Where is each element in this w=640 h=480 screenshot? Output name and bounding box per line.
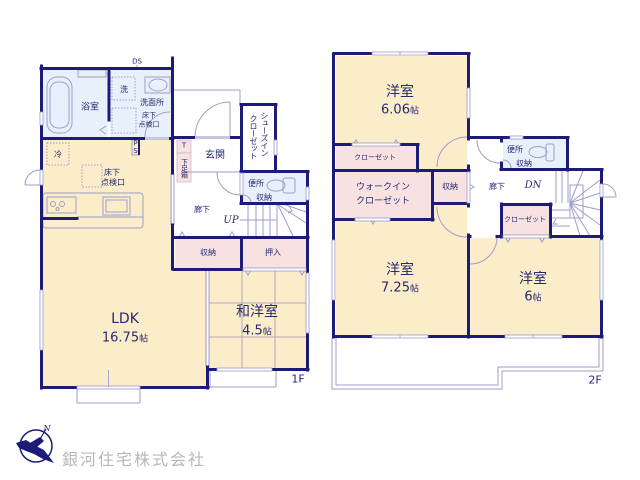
toilet-1f-label: 便所 [248,179,264,188]
washitsu-size: 4.5帖 [242,325,272,338]
room-southeast-size-value: 6 [524,289,533,305]
company-name: 銀河住宅株式会社 [62,450,207,469]
ldk-size-value: 16.75 [101,330,140,346]
floor-1-label: 1F [291,372,305,386]
ldk-hatch-label-line1: 床下 [104,168,120,177]
ldk-size: 16.75帖 [102,332,148,345]
washitsu-name: 和洋室 [236,304,278,320]
oshiire-label: 押入 [265,248,281,257]
bathroom-label: 浴室 [80,102,100,113]
storage-1f-label: 収納 [200,248,216,257]
room-north-size: 6.06帖 [381,104,419,117]
room-southwest-name: 洋室 [386,262,414,278]
washroom-label: 洗面所 [140,98,164,107]
room-north-size-unit: 帖 [409,106,419,117]
shoe-cabinet-label: 下足箱 [180,158,189,178]
shoe-cabinet-t-label: T [181,141,187,150]
room-southeast-name: 洋室 [519,271,547,287]
compass-north-label: N [43,424,51,433]
washitsu-size-unit: 帖 [262,327,272,338]
compass-bird-logo-icon [16,428,54,463]
closet-north-label: クローゼット [354,153,396,162]
walk-in-closet-label-line2: クローゼット [355,196,411,207]
room-southeast-size: 6帖 [524,291,541,304]
room-southwest-size-unit: 帖 [409,284,419,295]
closet-hall-label: クローゼット [504,215,546,224]
shoe-closet-label-col2: クローゼット [249,114,258,160]
washitsu-size-value: 4.5 [242,323,263,339]
storage-2f-label: 収納 [442,182,458,191]
room-north-name: 洋室 [386,84,414,100]
ds-label: DS [132,57,142,66]
shoe-closet-label-col1: シューズイン [260,111,269,157]
walk-in-closet-label-line1: ウォークイン [355,182,411,193]
stairs-up-label: UP [223,215,239,226]
room-north-size-value: 6.06 [381,102,410,118]
toilet-2f-storage-label: 収納 [516,159,532,168]
washroom-hatch-label-line2: 点検口 [138,120,160,129]
room-southeast-size-unit: 帖 [532,293,542,304]
ldk-hatch-label-line2: 点検口 [101,178,125,187]
room-southwest-size: 7.25帖 [381,282,419,295]
room-southwest-size-value: 7.25 [381,280,410,296]
stairs-down-label: DN [524,180,542,191]
floor-1-plan [24,56,310,404]
washer-label: 洗 [120,85,128,94]
hallway-2f-label: 廊下 [489,182,505,191]
floor-2-label: 2F [588,373,602,387]
hallway-1f-label: 廊下 [194,205,210,214]
ldk-name: LDK [111,311,139,327]
washroom-hatch-label-line1: 床下 [142,111,156,120]
entrance-label: 玄関 [205,150,225,161]
toilet-2f-label: 便所 [507,145,523,154]
ldk-size-unit: 帖 [139,334,149,345]
floor-2-plan [331,51,617,390]
fridge-label: 冷 [54,150,62,159]
pipe-space-label: PS [131,139,140,155]
toilet-1f-storage-label: 収納 [256,193,272,202]
